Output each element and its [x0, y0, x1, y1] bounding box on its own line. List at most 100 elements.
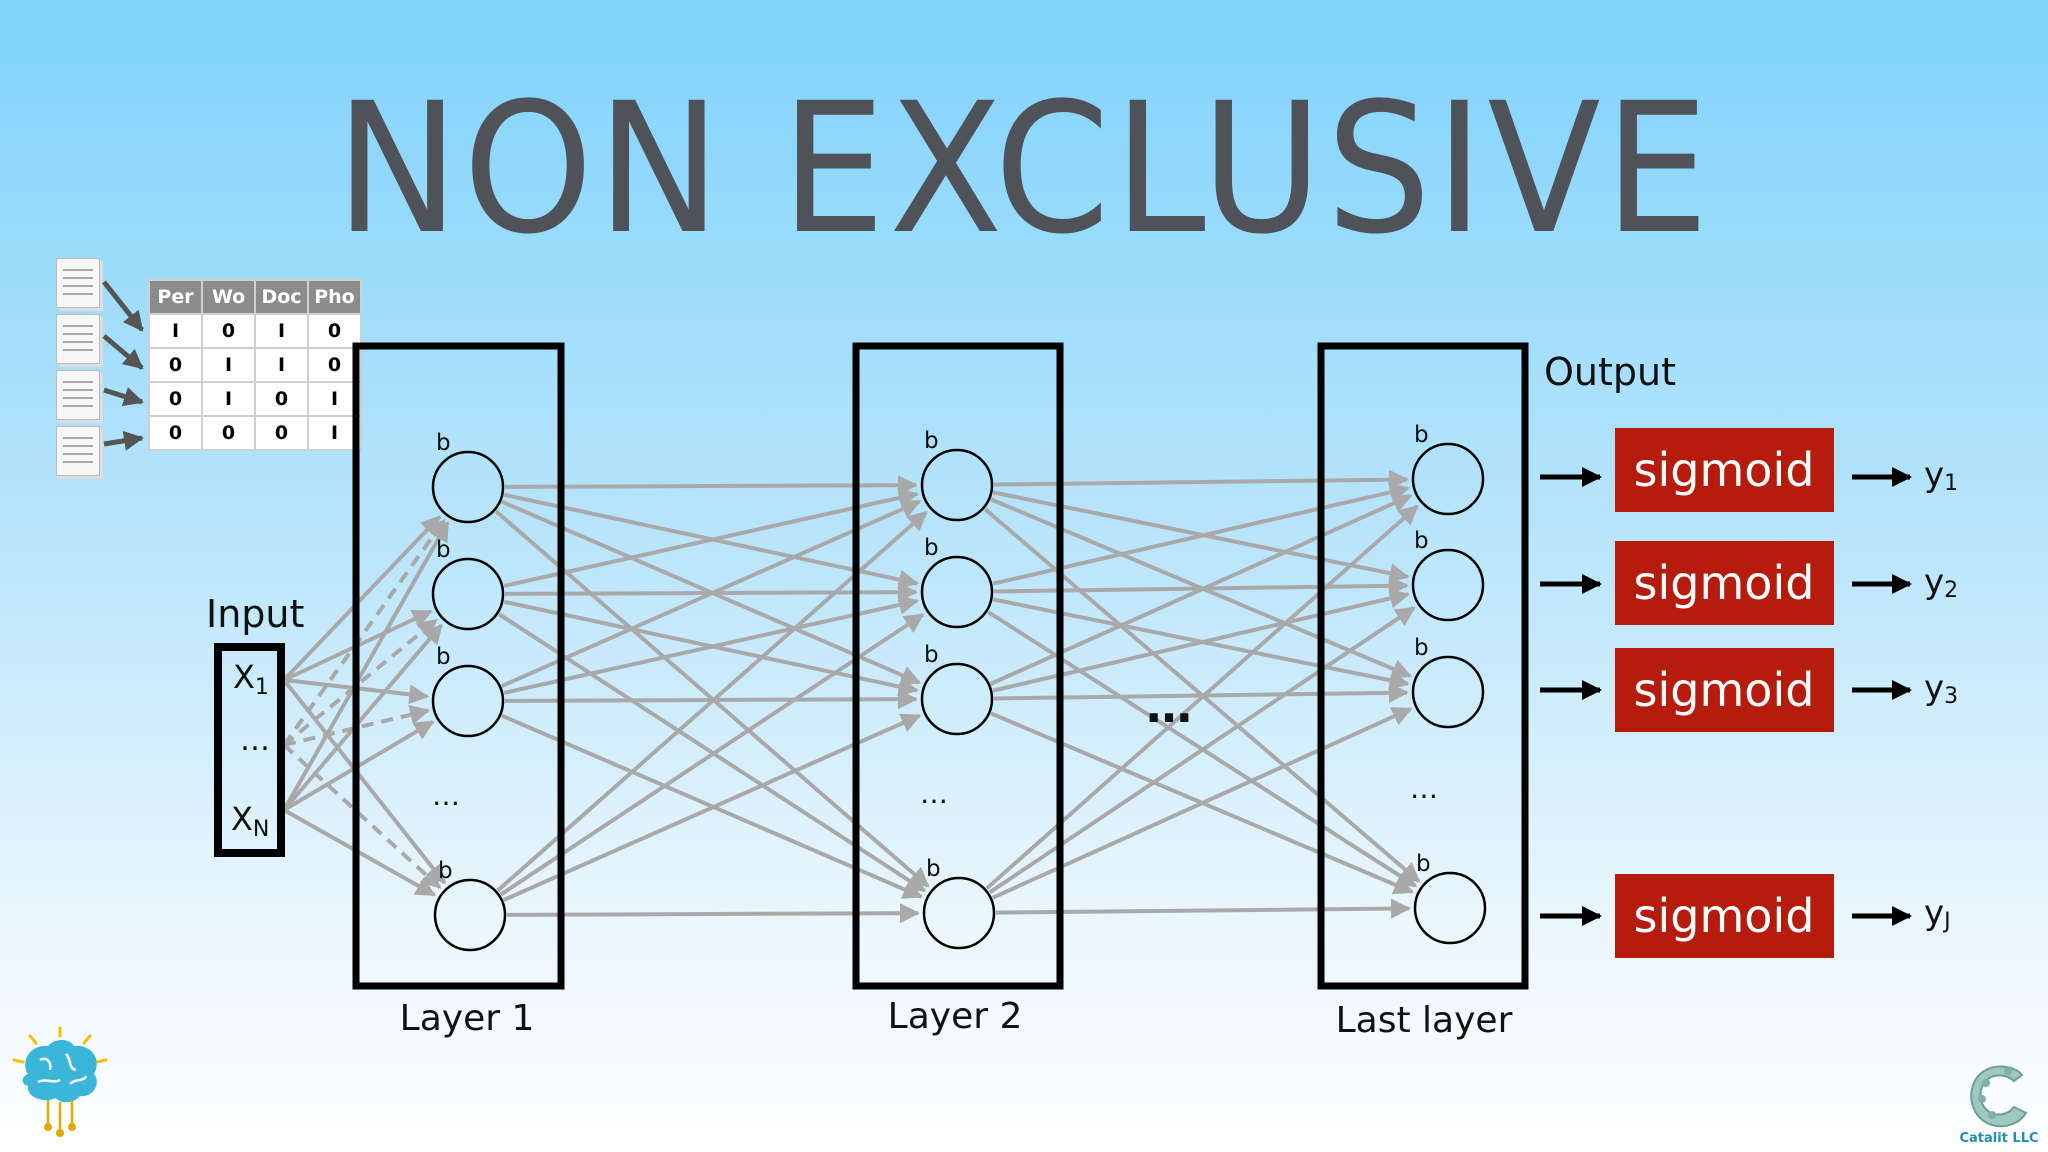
- document-arrow-icon: [102, 280, 144, 332]
- bias-label: b: [1414, 422, 1429, 448]
- brain-logo-icon: [12, 1026, 108, 1137]
- table-cell: 0: [307, 313, 362, 349]
- table-cell: 0: [201, 313, 256, 349]
- document-icon: [56, 258, 100, 308]
- output-y: y3: [1924, 668, 1958, 709]
- document-icon: [56, 370, 100, 420]
- bias-label: b: [924, 428, 939, 454]
- document-arrows-group: [102, 280, 144, 451]
- layer-2-box: [852, 342, 1064, 990]
- catalit-logo-icon: [1964, 1059, 2034, 1131]
- neuron: [1411, 442, 1485, 516]
- slide-title: NON EXCLUSIVE: [335, 65, 1713, 274]
- input-x1-base: X: [233, 658, 255, 696]
- neuron: [920, 662, 994, 736]
- edges-group: [494, 469, 1421, 924]
- table-cell: 0: [148, 347, 203, 383]
- input-x1: X1: [233, 658, 269, 700]
- input-edge: [282, 623, 443, 812]
- last-layer-label: Last layer: [1336, 1000, 1513, 1041]
- layer-1-box: [352, 342, 565, 990]
- output-y-base: y: [1924, 455, 1944, 495]
- sigmoid-label: sigmoid: [1634, 556, 1815, 610]
- brand-name: Catalit LLC: [1959, 1131, 2039, 1146]
- neuron: [922, 876, 996, 950]
- bias-label: b: [1414, 635, 1429, 661]
- connection-edge: [992, 588, 1411, 693]
- sigmoid-box: [1615, 541, 1834, 625]
- layer-2-label: Layer 2: [888, 996, 1023, 1037]
- connection-edge: [499, 612, 925, 897]
- bias-label: b: [924, 535, 939, 561]
- table-cell: 0: [201, 415, 256, 451]
- connection-edge: [503, 713, 922, 902]
- sigmoid-label: sigmoid: [1634, 443, 1815, 497]
- output-unit: sigmoid yJ: [1540, 874, 1951, 958]
- document-arrow-icon: [103, 387, 144, 407]
- output-unit: sigmoid y2: [1540, 541, 1958, 625]
- between-layers-dots: …: [1146, 679, 1192, 733]
- table-cell: I: [148, 313, 203, 349]
- table-row: 0 I 0 I: [148, 381, 362, 417]
- bias-label: b: [1414, 528, 1429, 554]
- input-edge-dashed: [283, 704, 431, 747]
- table-header: Pho: [307, 279, 362, 315]
- document-stack: [56, 258, 100, 482]
- sigmoid-box: [1615, 428, 1834, 512]
- sigmoid-label: sigmoid: [1634, 663, 1815, 717]
- output-y-sub: 1: [1944, 471, 1958, 496]
- brand: Catalit LLC: [1954, 1059, 2044, 1146]
- bias-label: b: [436, 644, 451, 670]
- neuron: [920, 555, 994, 629]
- document-arrow-icon: [103, 430, 144, 451]
- output-y-sub: J: [1942, 909, 1951, 934]
- output-y-base: y: [1924, 562, 1944, 602]
- input-box: [214, 643, 285, 857]
- table-cell: I: [201, 347, 256, 383]
- connection-edge: [504, 475, 919, 496]
- input-edge-dashed: [282, 618, 438, 747]
- input-edge: [282, 515, 442, 682]
- neuron: [431, 664, 505, 738]
- table-row: 0 I I 0: [148, 347, 362, 383]
- bias-label: b: [926, 856, 941, 882]
- table-cell: I: [254, 347, 309, 383]
- output-y: yJ: [1924, 893, 1951, 934]
- neuron: [1411, 548, 1485, 622]
- output-y: y2: [1924, 562, 1958, 603]
- connection-edge: [988, 606, 1416, 895]
- input-x1-sub: 1: [255, 675, 269, 700]
- neuron: [433, 878, 507, 952]
- connection-edge: [993, 469, 1410, 490]
- table-cell: 0: [148, 415, 203, 451]
- table-header: Wo: [201, 279, 256, 315]
- connection-edge: [995, 898, 1412, 919]
- neuron: [920, 448, 994, 522]
- output-y-sub: 3: [1944, 684, 1958, 709]
- input-edge-dashed: [282, 743, 442, 889]
- table-header-row: Per Wo Doc Pho: [148, 279, 362, 315]
- layer-1-neurons: b b b b …: [431, 430, 507, 952]
- input-xn-base: X: [231, 800, 253, 838]
- label-table: Per Wo Doc Pho I 0 I 0 0 I I 0 0 I 0 I 0…: [148, 279, 362, 451]
- table-cell: I: [254, 313, 309, 349]
- document-icon: [56, 314, 100, 364]
- last-layer-neurons: b b b b …: [1410, 422, 1487, 945]
- input-xn: XN: [231, 800, 269, 842]
- neuron: [431, 557, 505, 631]
- table-cell: 0: [254, 381, 309, 417]
- layer-dots: …: [432, 779, 460, 812]
- input-edge-dashed: [282, 518, 446, 747]
- input-edges-group: [282, 515, 450, 897]
- layer-2-neurons: b b b b …: [920, 428, 996, 950]
- bias-label: b: [436, 430, 451, 456]
- neuron: [1413, 871, 1487, 945]
- layer-1-label: Layer 1: [400, 998, 535, 1039]
- neuron: [1411, 655, 1485, 729]
- connection-edge: [506, 903, 921, 924]
- input-edge: [282, 678, 447, 885]
- input-edge: [282, 520, 450, 811]
- connection-edge: [991, 707, 1413, 900]
- document-arrow-icon: [102, 334, 144, 370]
